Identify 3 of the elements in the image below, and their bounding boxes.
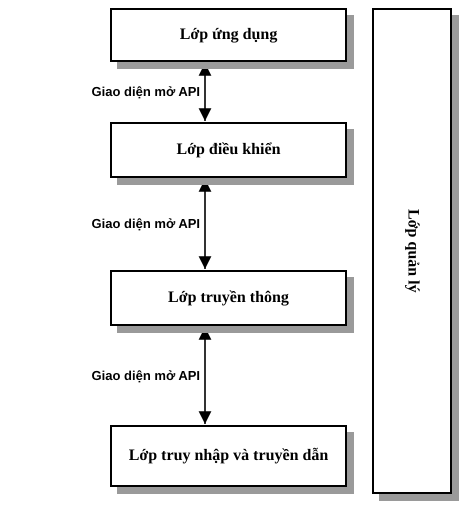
edge-label: Giao diện mở API	[92, 368, 200, 382]
edge-label: Giao diện mở API	[92, 216, 200, 231]
edge-label: Giao diện mở API	[92, 84, 200, 99]
